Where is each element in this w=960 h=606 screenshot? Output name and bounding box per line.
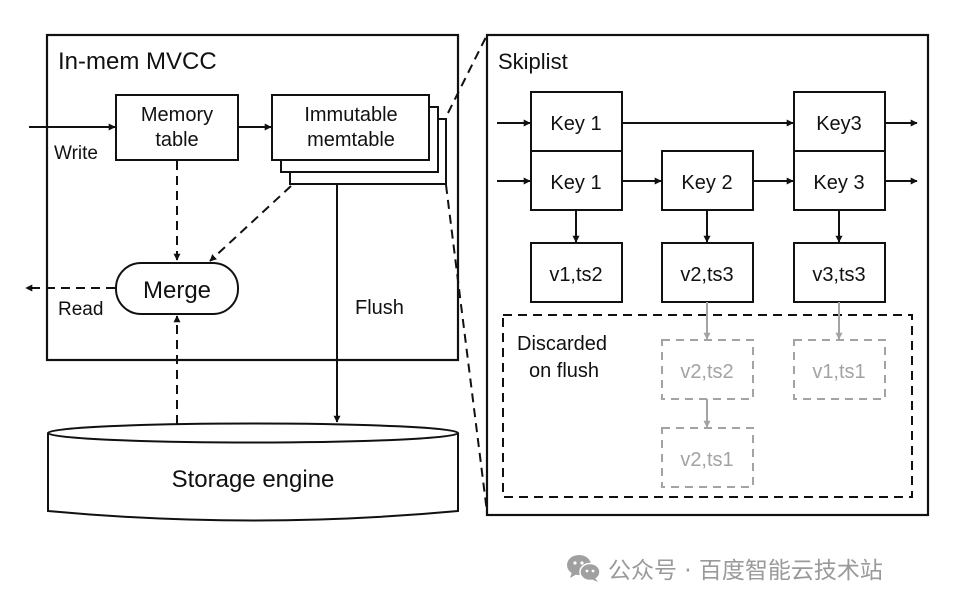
discarded-v2-ts2-label: v2,ts2 [680,361,733,383]
value-box-v1-ts2 [530,242,623,303]
write-label: Write [54,143,98,164]
skiplist-panel [485,33,930,517]
storage-engine-cylinder [47,422,459,522]
value-box-v2-ts3 [661,242,754,303]
skiplist-title: Skiplist [498,49,568,74]
key1-level2-label: Key 1 [550,113,601,135]
in-mem-mvcc-title: In-mem MVCC [58,48,217,75]
skiplist-node-key1 [530,150,623,211]
zoom-connector-bottom [445,184,488,513]
discarded-value-v1-ts1 [793,339,886,400]
immutable-to-merge-dashed-arrow [209,185,292,262]
key2-label: Key 2 [681,172,732,194]
immutable-memtable-box [271,94,430,161]
memory-table-box [115,94,239,161]
discarded-label-line1: Discarded [517,333,607,355]
skiplist-node-key3 [793,150,886,211]
discarded-label-line2: on flush [529,360,599,382]
value-v1-ts2-label: v1,ts2 [549,264,602,286]
memory-table-label-line2: table [155,129,198,151]
skiplist-node-key1-level2 [530,91,623,152]
flush-label: Flush [355,297,404,319]
key1-label: Key 1 [550,172,601,194]
value-v2-ts3-label: v2,ts3 [680,264,733,286]
zoom-connector-top [447,34,488,114]
discarded-v2-ts1-label: v2,ts1 [680,449,733,471]
value-box-v3-ts3 [793,242,886,303]
in-mem-mvcc-box [45,33,460,362]
wechat-icon [567,555,601,582]
watermark-text: 公众号 · 百度智能云技术站 [608,558,883,584]
storage-engine-label: Storage engine [172,466,335,493]
key3-label: Key 3 [813,172,864,194]
read-label: Read [58,299,103,320]
value-v3-ts3-label: v3,ts3 [812,264,865,286]
discarded-value-v2-ts2 [661,339,754,400]
discarded-v1-ts1-label: v1,ts1 [812,361,865,383]
merge-label: Merge [143,277,211,304]
immutable-memtable-label-line1: Immutable [304,104,397,126]
discarded-on-flush-region [502,314,913,498]
merge-node [115,262,239,315]
discarded-value-v2-ts1 [661,427,754,488]
key3-level2-label: Key3 [816,113,862,135]
immutable-memtable-label-line2: memtable [307,129,395,151]
memory-table-label-line1: Memory [141,104,213,126]
watermark: 公众号 · 百度智能云技术站 [566,551,883,585]
